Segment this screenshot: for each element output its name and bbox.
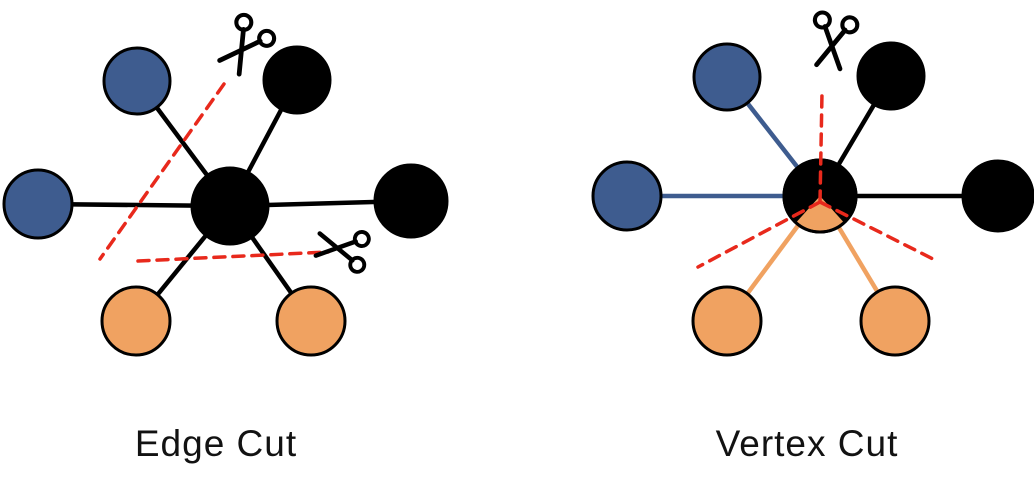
scissors-handle bbox=[257, 28, 277, 48]
scissors-blade bbox=[822, 24, 843, 72]
scissors-handle bbox=[840, 15, 860, 35]
vertex-cut-node bbox=[691, 285, 763, 357]
vertex-cut-cut-line bbox=[818, 200, 939, 263]
edge-cut-node bbox=[373, 163, 449, 239]
vertex-cut-center-node-split-wedge bbox=[796, 196, 844, 231]
vertex-cut-node bbox=[692, 42, 762, 112]
edge-cut-cut-line bbox=[98, 82, 226, 261]
vertex-cut-panel bbox=[591, 10, 1034, 357]
vertex-cut-node bbox=[859, 285, 931, 357]
edge-cut-cut-line bbox=[136, 250, 330, 263]
edge-cut-node bbox=[262, 45, 332, 115]
vertex-cut-node bbox=[961, 159, 1034, 233]
vertex-cut-node bbox=[856, 41, 926, 111]
caption-vertex-cut: Vertex Cut bbox=[716, 423, 899, 464]
vertex-cut-scissors-icon bbox=[812, 10, 860, 72]
caption-edge-cut: Edge Cut bbox=[135, 423, 297, 464]
diagram-layers bbox=[2, 10, 1034, 357]
edge-cut-node bbox=[100, 285, 172, 357]
scissors-blade bbox=[313, 239, 358, 258]
edge-cut-node bbox=[102, 46, 172, 116]
scissors-handle bbox=[812, 10, 832, 30]
edge-cut-scissors-icon bbox=[313, 230, 371, 274]
edge-cut-node bbox=[275, 285, 347, 357]
edge-cut-panel bbox=[2, 12, 449, 357]
edge-cut-node bbox=[2, 168, 74, 240]
vertex-cut-cut-line bbox=[696, 200, 822, 269]
scissors-handle bbox=[234, 12, 254, 32]
scissors-blade bbox=[236, 27, 246, 77]
vertex-cut-node bbox=[591, 160, 663, 232]
edge-cut-scissors-icon bbox=[217, 12, 277, 77]
scissors-handle bbox=[352, 230, 371, 248]
vertex-cut-cut-line bbox=[818, 91, 824, 204]
scissors-handle bbox=[348, 255, 367, 274]
edge-cut-center-node bbox=[190, 166, 270, 246]
